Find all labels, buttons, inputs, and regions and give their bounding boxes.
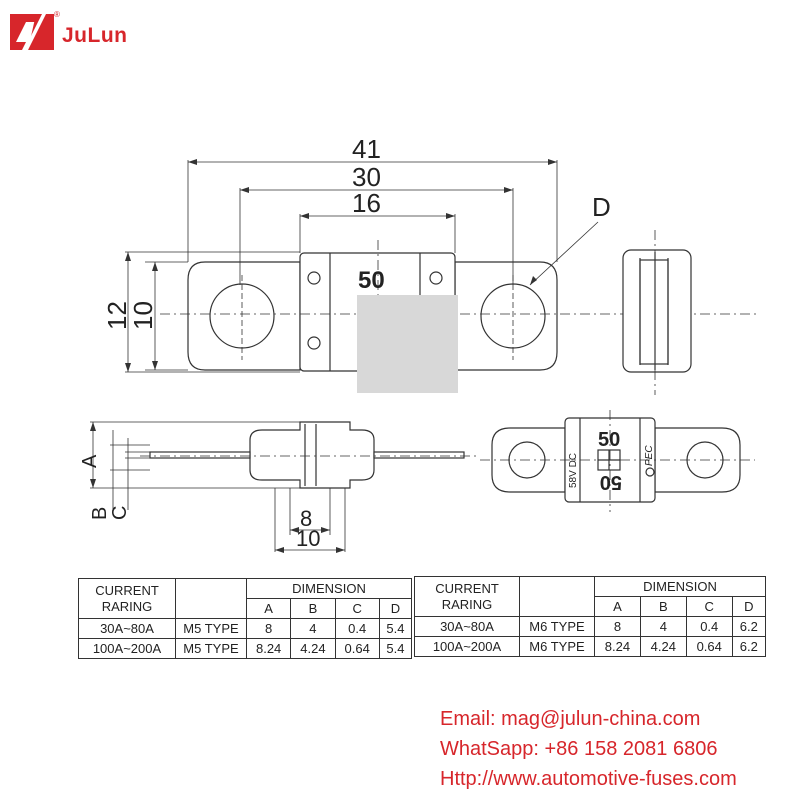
front-rating-bottom: 50 (600, 471, 622, 493)
dim-16-label: 16 (352, 188, 381, 218)
front-rating-top: 50 (598, 429, 620, 451)
dim-12-label: 12 (102, 301, 132, 330)
header-dimension: DIMENSION (246, 578, 412, 599)
dim-10-bottom-label: 10 (296, 526, 320, 551)
table-row: 30A~80A M5 TYPE 8 4 0.4 5.4 (78, 618, 413, 639)
contact-whatsapp[interactable]: WhatSapp: +86 158 2081 6806 (440, 738, 718, 760)
brand-name: JuLun (62, 24, 128, 47)
redaction-block (357, 295, 458, 393)
contact-email[interactable]: Email: mag@julun-china.com (440, 708, 701, 730)
registered-mark: ® (54, 10, 60, 19)
fuse-rating-top: 50 (358, 267, 385, 294)
header-dimension: DIMENSION (594, 576, 766, 597)
label-c: C (109, 506, 131, 520)
dim-8-label: 8 (300, 506, 312, 531)
dim-41-label: 41 (352, 134, 381, 164)
dim-10-left-label: 10 (128, 301, 158, 330)
table-row: 30A~80A M6 TYPE 8 4 0.4 6.2 (414, 616, 767, 637)
label-d: D (592, 192, 611, 222)
label-a: A (79, 454, 101, 468)
fuse-technical-drawing: 41 30 16 D 12 10 50 A B C 8 10 50 50 58V… (79, 134, 760, 553)
label-b: B (89, 507, 111, 520)
front-brand: PEC (644, 445, 655, 466)
table-row: 100A~200A M5 TYPE 8.24 4.24 0.64 5.4 (78, 638, 413, 659)
julun-logo-icon (10, 14, 54, 50)
dim-30-label: 30 (352, 162, 381, 192)
table-row: 100A~200A M6 TYPE 8.24 4.24 0.64 6.2 (414, 636, 767, 657)
contact-website-link[interactable]: Http://www.automotive-fuses.com (440, 768, 737, 790)
front-voltage: 58V DC (568, 453, 579, 488)
